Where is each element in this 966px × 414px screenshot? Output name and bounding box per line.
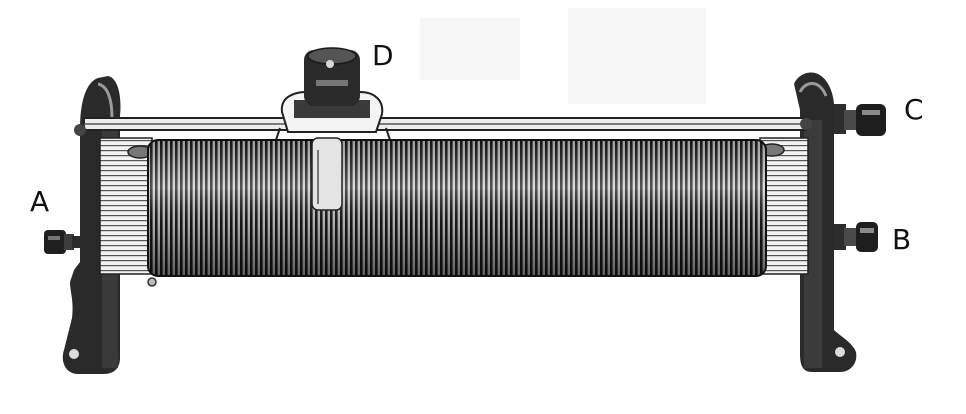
background-smudge	[568, 8, 706, 104]
terminal-b	[834, 222, 878, 252]
label-d: D	[372, 39, 394, 72]
label-c: C	[904, 93, 924, 126]
terminal-c	[834, 104, 886, 136]
left-end-cap	[99, 137, 153, 275]
sliding-contact-d	[275, 47, 391, 211]
slide-rail	[74, 117, 812, 136]
label-b: B	[892, 223, 912, 256]
background-smudge	[420, 18, 520, 80]
right-end-cap	[759, 137, 809, 275]
label-a: A	[30, 185, 50, 218]
resistance-coil	[147, 139, 767, 277]
terminal-a	[44, 230, 84, 254]
base-screw	[147, 277, 157, 287]
